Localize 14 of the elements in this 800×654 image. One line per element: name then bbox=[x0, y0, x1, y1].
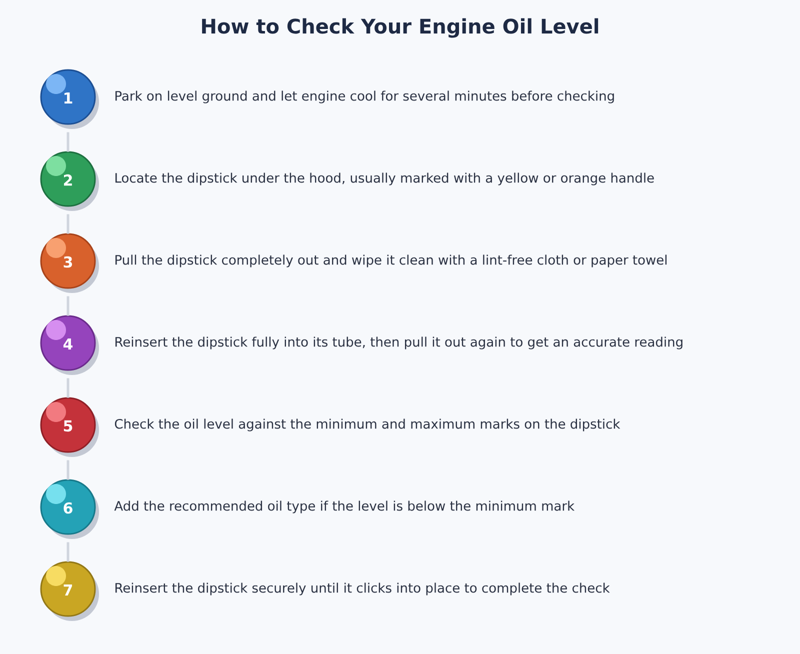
step-text: Check the oil level against the minimum and maximum marks on the dipstick bbox=[114, 418, 620, 432]
connector-line bbox=[66, 378, 70, 398]
connector-line bbox=[66, 542, 70, 562]
step-text: Locate the dipstick under the hood, usually marked with a yellow or orange handle bbox=[115, 172, 654, 186]
step-text: Pull the dipstick completely out and wipe it clean with a lint-free cloth or paper towel bbox=[115, 254, 667, 268]
connector-line bbox=[66, 214, 70, 234]
connector-line bbox=[66, 132, 70, 152]
connector-line bbox=[66, 296, 70, 316]
connector-line bbox=[66, 460, 70, 480]
step-text: Add the recommended oil type if the level is below the minimum mark bbox=[114, 500, 575, 514]
step-text: Park on level ground and let engine cool for several minutes before checking bbox=[115, 90, 614, 104]
step-text: Reinsert the dipstick securely until it clicks into place to complete the check bbox=[115, 582, 610, 596]
title: How to Check Your Engine Oil Level bbox=[202, 18, 598, 38]
step-text: Reinsert the dipstick fully into its tube, then pull it out again to get an accurate reading bbox=[115, 336, 682, 350]
